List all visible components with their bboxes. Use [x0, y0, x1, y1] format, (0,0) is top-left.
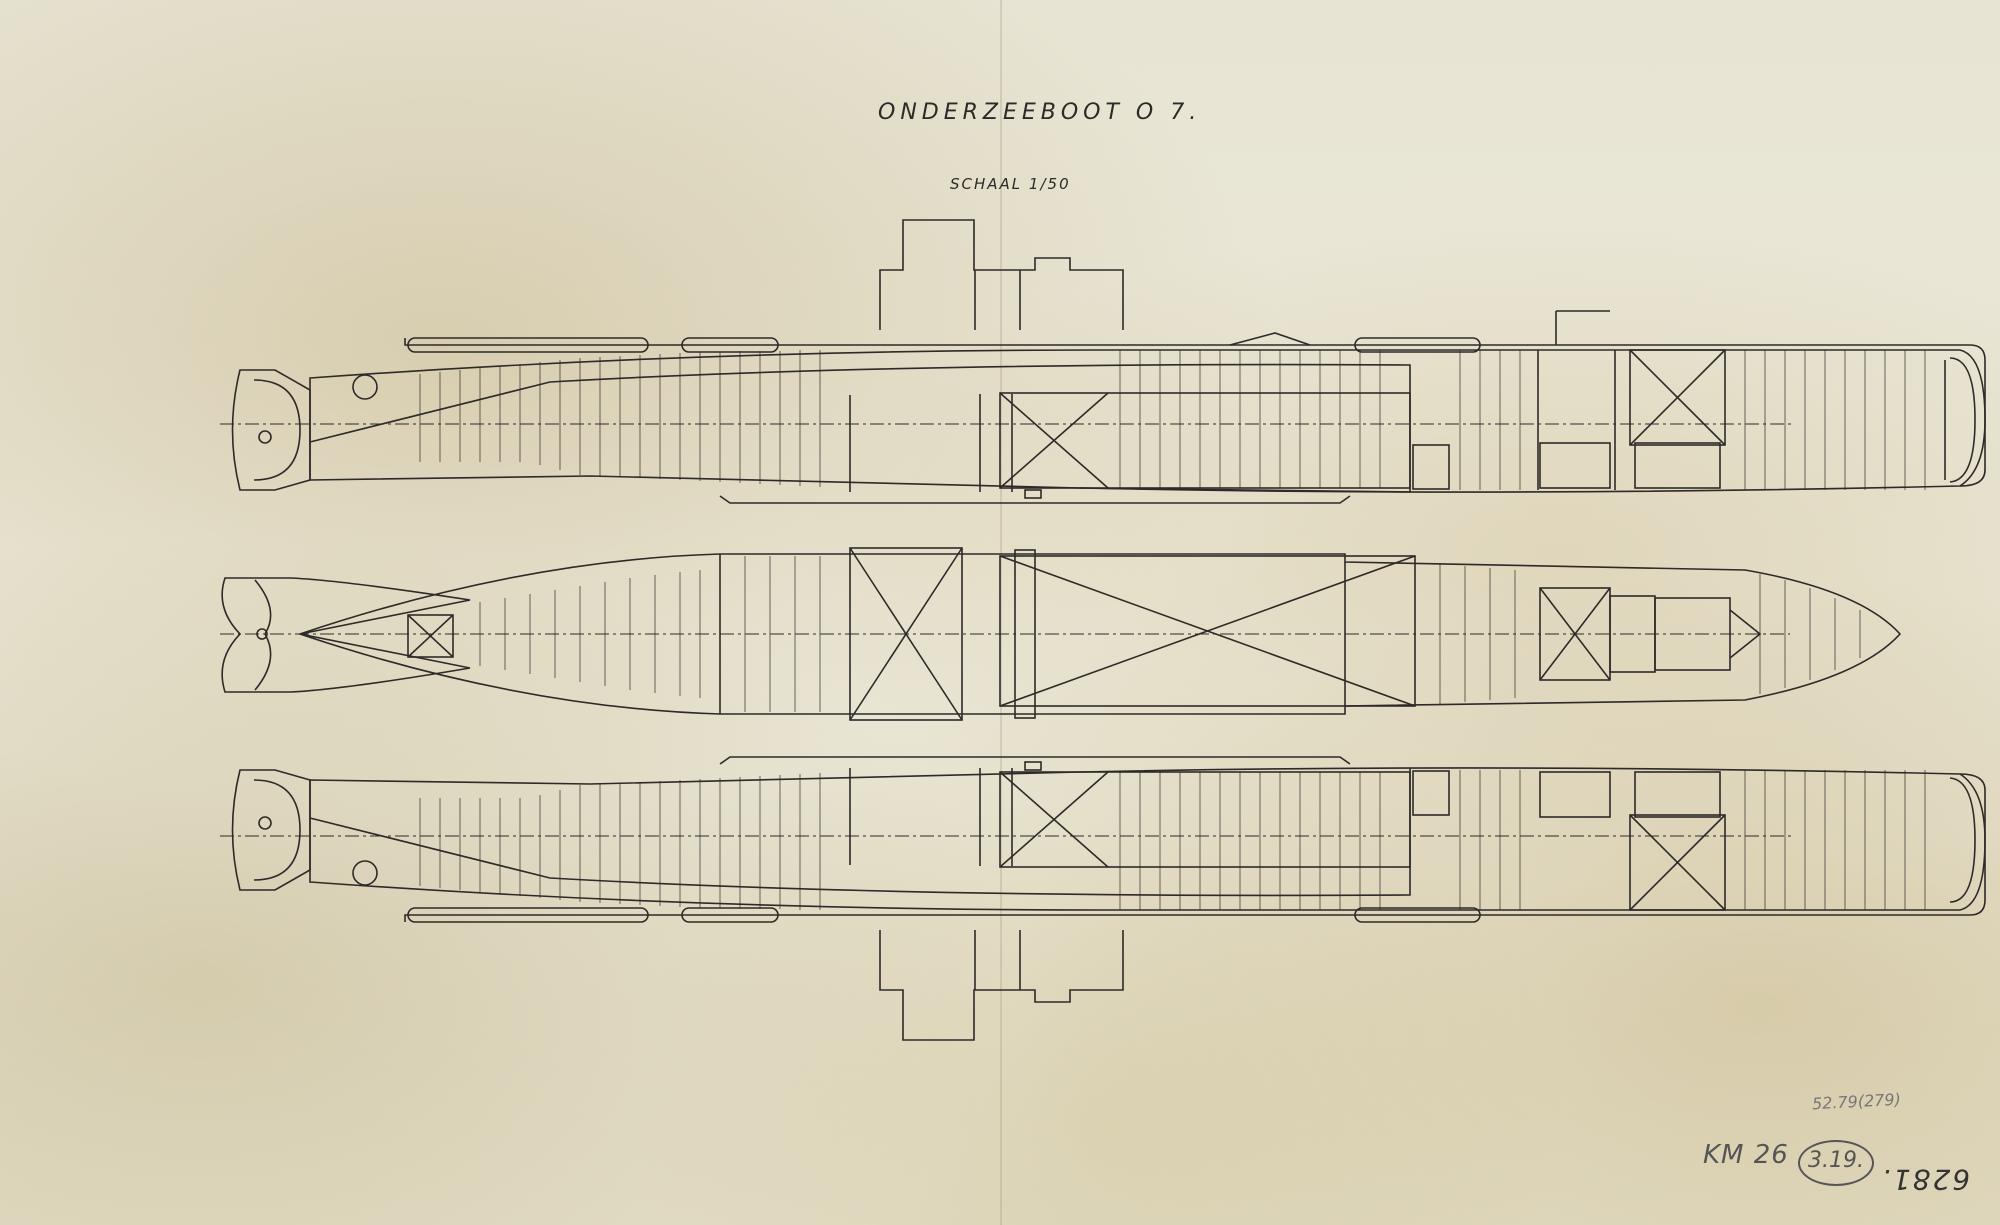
- deck-tube-fwd: [407, 337, 649, 353]
- plan-stern: [221, 577, 471, 693]
- keel-line: [719, 495, 1351, 504]
- archive-code: KM 26: [1703, 1140, 1789, 1170]
- section-stern: [231, 769, 311, 891]
- plan-hull: [297, 553, 1902, 715]
- conning-tower: [879, 219, 1124, 330]
- deck-tube-aft: [1354, 337, 1481, 353]
- frame-stations: [419, 350, 1926, 490]
- archive-number: 6281.: [1880, 1163, 1971, 1196]
- drawing-title: ONDERZEEBOOT O 7.: [878, 100, 1202, 125]
- drawing-scale: SCHAAL 1/50: [950, 175, 1071, 193]
- stern-rudder: [231, 369, 311, 491]
- side-view: [220, 219, 1986, 504]
- archive-stamp-circle: [1798, 1140, 1874, 1186]
- section-tube-fwd: [407, 907, 649, 923]
- deck-outline: [404, 338, 1986, 487]
- archive-stamp-text: 3.19.: [1808, 1148, 1864, 1173]
- pressure-hull: [309, 349, 1986, 493]
- paper-fold: [1000, 0, 1002, 1225]
- section-view: [220, 756, 1986, 1041]
- plan-view: [220, 547, 1902, 721]
- section-tower: [879, 930, 1124, 1041]
- deck-tube-mid: [681, 337, 779, 353]
- bow-cap: [1949, 357, 1976, 483]
- section-hull: [309, 767, 1986, 911]
